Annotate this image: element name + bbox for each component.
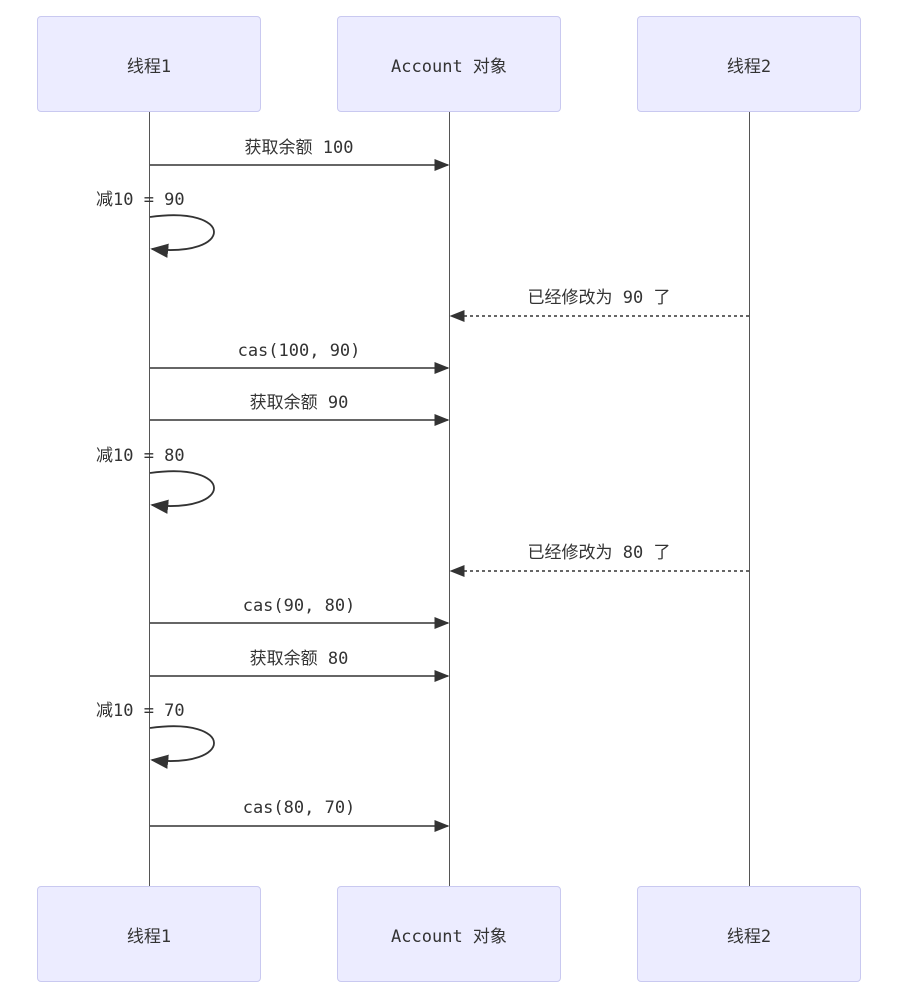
participant-label: Account 对象 [391, 926, 507, 947]
participant-label: 线程2 [726, 56, 772, 77]
participant-thread1-bottom: 线程1 [37, 886, 261, 982]
message-label: 获取余额 100 [244, 138, 354, 158]
participant-label: Account 对象 [391, 56, 507, 77]
message-label: 已经修改为 90 了 [527, 288, 671, 308]
participant-thread2-bottom: 线程2 [637, 886, 861, 982]
message-label: cas(80, 70) [242, 798, 356, 818]
self-message-arrow [149, 725, 215, 769]
self-message-label: 减10 = 90 [96, 190, 185, 210]
participant-label: 线程1 [126, 56, 172, 77]
participant-account-top: Account 对象 [337, 16, 561, 112]
participant-thread1-top: 线程1 [37, 16, 261, 112]
message-label: cas(90, 80) [242, 596, 356, 616]
message-label: 获取余额 90 [249, 393, 349, 413]
participant-account-bottom: Account 对象 [337, 886, 561, 982]
lifeline-thread2 [749, 112, 750, 886]
lifeline-thread1 [149, 112, 150, 886]
message-label: 已经修改为 80 了 [527, 543, 671, 563]
participant-thread2-top: 线程2 [637, 16, 861, 112]
lifeline-account [449, 112, 450, 886]
self-message-label: 减10 = 80 [96, 446, 185, 466]
message-label: 获取余额 80 [249, 649, 349, 669]
participant-label: 线程1 [126, 926, 172, 947]
self-message-arrow [149, 214, 215, 258]
participant-label: 线程2 [726, 926, 772, 947]
message-label: cas(100, 90) [237, 341, 361, 361]
self-message-arrow [149, 470, 215, 514]
self-message-label: 减10 = 70 [96, 701, 185, 721]
